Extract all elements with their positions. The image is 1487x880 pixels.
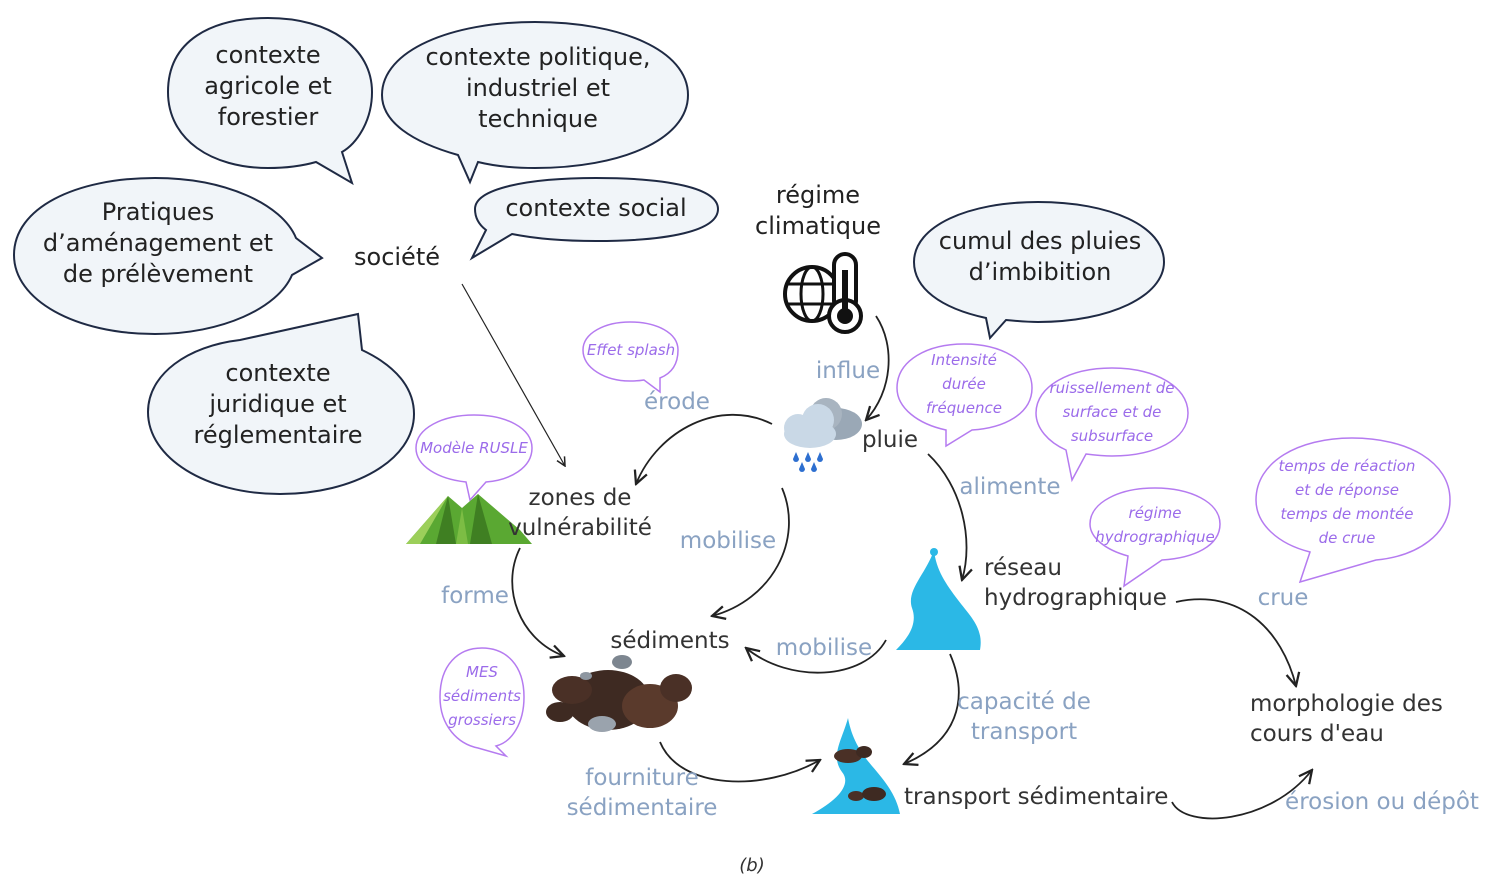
verb-influe: influe: [815, 358, 881, 384]
node-sediments: sédiments: [610, 628, 730, 654]
figure-caption: (b): [739, 855, 765, 876]
arrow-zones-sediments: [511, 547, 564, 656]
verb-mobilise-1: mobilise: [679, 528, 777, 554]
arrow-pluie-sediments: [712, 487, 790, 616]
arrow-reseau-morphologie: [1175, 598, 1296, 686]
note-temps-bubble: [1255, 437, 1451, 584]
node-transport-sedimentaire: transport sédimentaire: [904, 784, 1169, 810]
mountain-icon: [406, 494, 532, 544]
note-splash-bubble: [582, 321, 679, 394]
bubble-social-text: contexte social: [505, 194, 687, 222]
node-pluie: pluie: [861, 427, 919, 453]
bubble-social: [469, 176, 720, 261]
arrow-pluie-zones: [636, 414, 773, 484]
verb-forme: forme: [441, 583, 509, 609]
sediment-rocks-icon: [546, 655, 692, 732]
verb-alimente: alimente: [959, 474, 1061, 500]
verb-erosion-depot: érosion ou dépôt: [1285, 789, 1479, 815]
bubble-politique: [380, 20, 690, 185]
verb-crue: crue: [1257, 585, 1309, 611]
climate-thermometer-globe-icon: [783, 252, 863, 334]
arrow-climat-pluie: [866, 315, 890, 420]
arrow-societe-zones: [461, 283, 565, 466]
arrow-reseau-sediments: [746, 639, 887, 674]
arrow-transport-morphologie: [1171, 770, 1312, 820]
verb-erode: érode: [644, 389, 710, 415]
river-sediment-icon: [812, 718, 900, 814]
arrow-pluie-reseau: [927, 453, 967, 580]
arrow-sediments-transport: [659, 741, 820, 783]
bubble-cumul: [912, 200, 1166, 341]
note-regime-bubble: [1089, 487, 1221, 588]
note-ruissellement-bubble: [1035, 367, 1189, 483]
arrow-reseau-transport: [904, 653, 960, 764]
bubble-juridique: [146, 312, 416, 496]
river-icon: [896, 548, 981, 650]
note-mes-bubble: [439, 647, 525, 758]
note-rusle-bubble: [415, 414, 533, 502]
rain-cloud-icon: [784, 398, 862, 472]
note-splash: Effet splash: [586, 341, 676, 359]
verb-mobilise-2: mobilise: [775, 635, 873, 661]
note-rusle: Modèle RUSLE: [420, 439, 528, 457]
note-intensite-bubble: [896, 343, 1033, 448]
bubble-agricole: [166, 16, 374, 186]
node-societe: société: [354, 243, 440, 271]
bubble-pratiques: [12, 176, 324, 336]
